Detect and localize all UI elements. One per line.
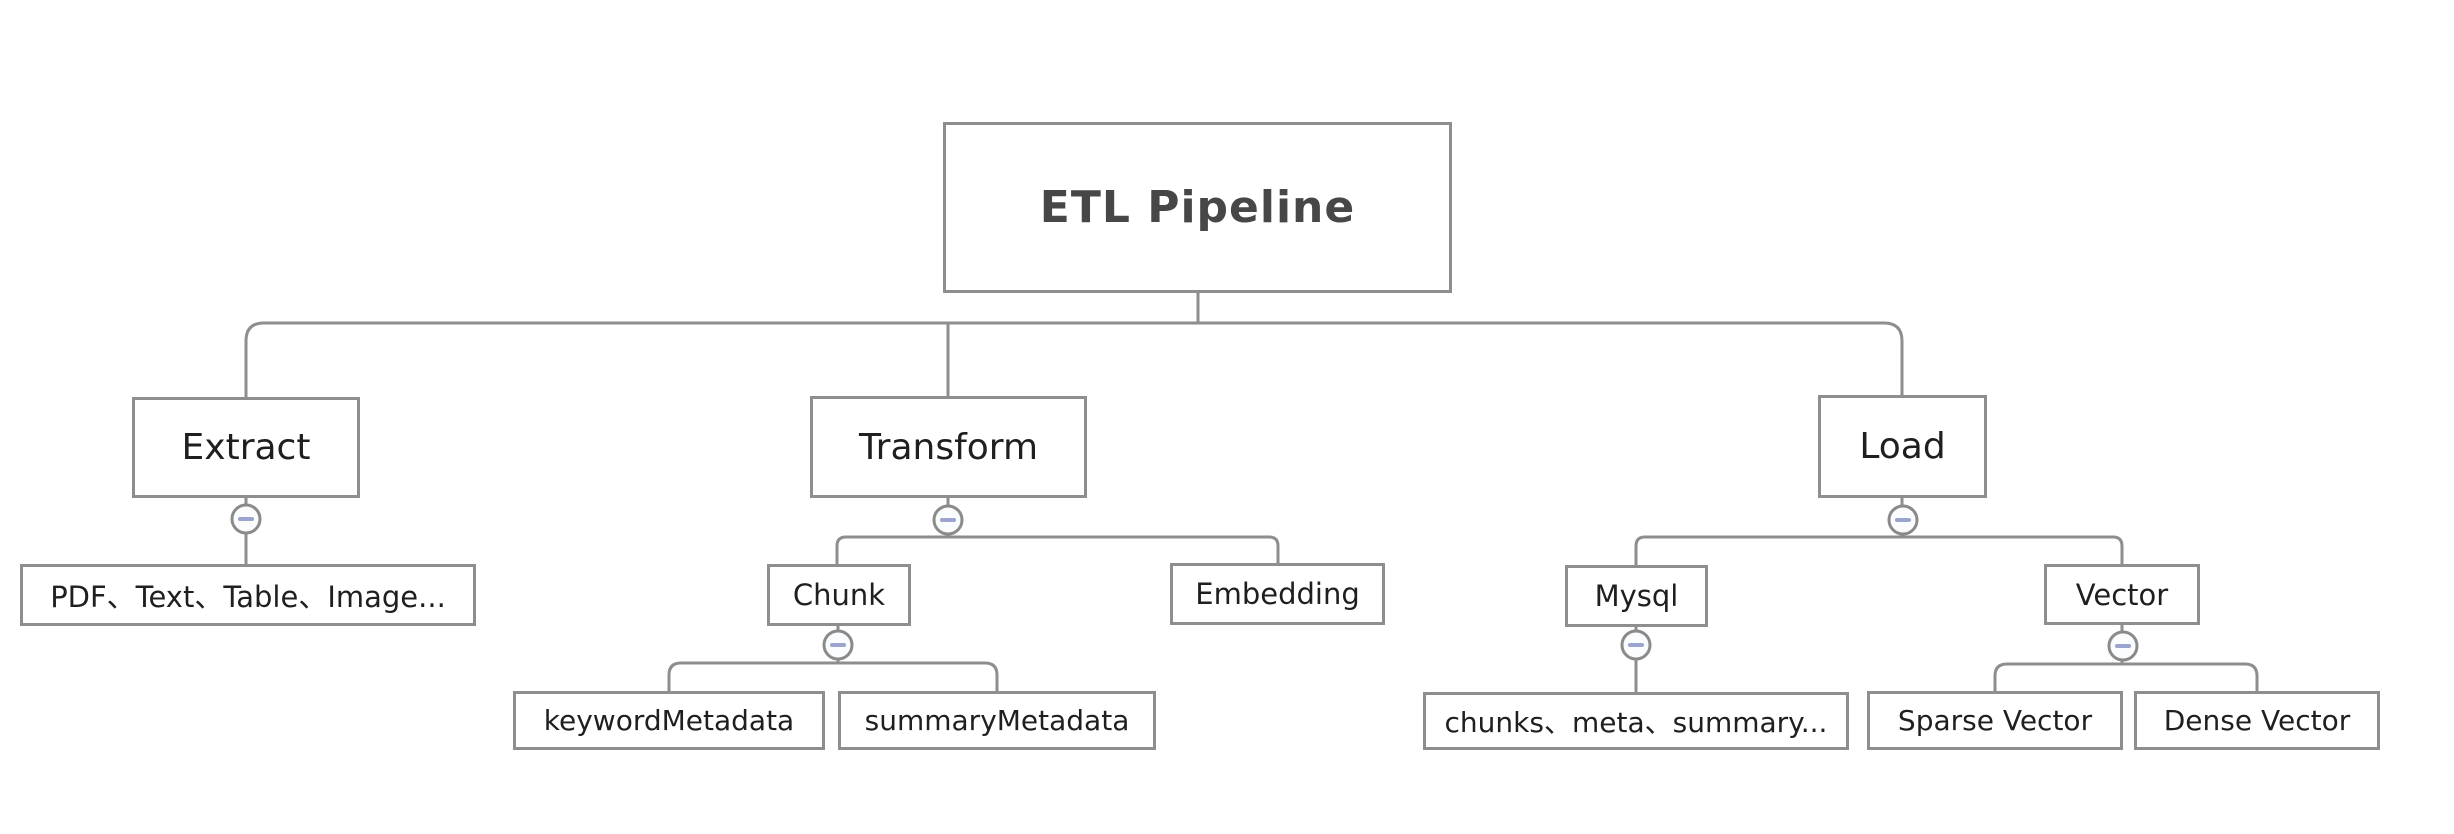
collapse-button-vector[interactable] xyxy=(2107,630,2139,662)
node-summary-metadata[interactable]: summaryMetadata xyxy=(838,691,1156,750)
node-label: Mysql xyxy=(1594,579,1679,613)
node-embedding[interactable]: Embedding xyxy=(1170,563,1385,625)
node-mysql[interactable]: Mysql xyxy=(1565,565,1708,627)
node-etl-pipeline[interactable]: ETL Pipeline xyxy=(943,122,1452,293)
node-label: keywordMetadata xyxy=(543,704,795,737)
node-label: PDF、Text、Table、Image... xyxy=(50,580,446,614)
collapse-button-extract[interactable] xyxy=(230,503,262,535)
node-keyword-metadata[interactable]: keywordMetadata xyxy=(513,691,825,750)
node-label: Sparse Vector xyxy=(1897,704,2093,737)
minus-icon xyxy=(2115,644,2131,648)
minus-icon xyxy=(940,518,956,522)
collapse-button-chunk[interactable] xyxy=(822,629,854,661)
node-label: ETL Pipeline xyxy=(1039,182,1356,233)
node-label: Embedding xyxy=(1195,577,1360,611)
collapse-button-mysql[interactable] xyxy=(1620,629,1652,661)
node-vector[interactable]: Vector xyxy=(2044,564,2200,625)
node-sparse-vector[interactable]: Sparse Vector xyxy=(1867,691,2123,750)
node-load[interactable]: Load xyxy=(1818,395,1987,498)
connector-top-bus xyxy=(244,321,1904,397)
collapse-button-transform[interactable] xyxy=(932,504,964,536)
connector-transform-child-bus xyxy=(835,535,1280,564)
node-dense-vector[interactable]: Dense Vector xyxy=(2134,691,2380,750)
node-label: Load xyxy=(1859,426,1946,467)
minus-icon xyxy=(830,643,846,647)
node-transform[interactable]: Transform xyxy=(810,396,1087,498)
connector-chunk-child-bus xyxy=(667,661,999,691)
node-extract[interactable]: Extract xyxy=(132,397,360,498)
node-label: Dense Vector xyxy=(2163,704,2351,737)
node-label: Chunk xyxy=(792,578,886,612)
node-chunks-meta-summary[interactable]: chunks、meta、summary... xyxy=(1423,692,1849,750)
minus-icon xyxy=(1895,518,1911,522)
minus-icon xyxy=(1628,643,1644,647)
node-label: Vector xyxy=(2075,577,2169,612)
connector-vector-child-bus xyxy=(1993,662,2259,691)
node-label: chunks、meta、summary... xyxy=(1444,706,1828,739)
node-pdf-text-table-image[interactable]: PDF、Text、Table、Image... xyxy=(20,564,476,626)
node-chunk[interactable]: Chunk xyxy=(767,564,911,626)
collapse-button-load[interactable] xyxy=(1887,504,1919,536)
connector-load-child-bus xyxy=(1634,535,2124,565)
minus-icon xyxy=(238,517,254,521)
node-label: summaryMetadata xyxy=(864,704,1130,737)
node-label: Extract xyxy=(181,427,311,468)
node-label: Transform xyxy=(858,426,1039,468)
